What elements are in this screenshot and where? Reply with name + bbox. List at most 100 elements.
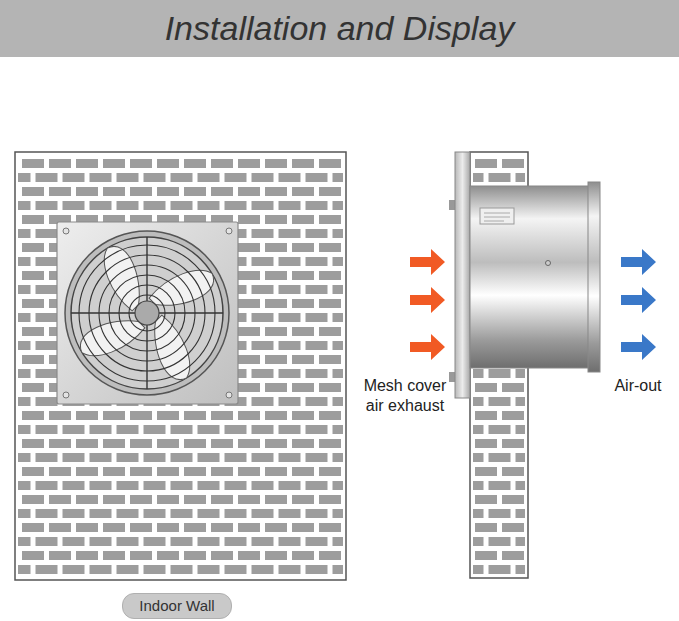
brick — [502, 439, 524, 448]
brick — [319, 159, 341, 168]
brick — [117, 481, 139, 490]
brick — [333, 481, 344, 490]
brick — [76, 411, 98, 420]
brick — [516, 537, 526, 546]
brick — [63, 509, 85, 518]
brick — [171, 537, 193, 546]
brick — [306, 509, 328, 518]
brick — [502, 383, 524, 392]
bolt — [449, 372, 455, 382]
brick — [171, 425, 193, 434]
brick — [306, 229, 328, 238]
brick — [333, 565, 344, 574]
brick — [36, 565, 58, 574]
brick — [475, 439, 497, 448]
brick — [292, 215, 314, 224]
brick — [157, 495, 179, 504]
fan-opening — [71, 237, 223, 389]
brick — [516, 369, 526, 378]
brick — [76, 467, 98, 476]
brick — [265, 355, 287, 364]
fan-plate — [57, 222, 238, 404]
brick — [90, 509, 112, 518]
brick — [292, 299, 314, 308]
brick — [49, 187, 71, 196]
fan-grille — [71, 237, 223, 389]
brick — [279, 173, 301, 182]
fan-side-view — [449, 152, 600, 398]
brick — [184, 411, 206, 420]
brick — [238, 159, 260, 168]
brick — [171, 565, 193, 574]
brick — [18, 425, 31, 434]
pill-label: Indoor Wall — [139, 597, 214, 615]
brick — [502, 551, 524, 560]
grille-spoke — [71, 312, 135, 313]
brick — [333, 257, 344, 266]
brick — [238, 271, 260, 280]
brick — [198, 537, 220, 546]
brick — [36, 369, 58, 378]
brick — [265, 159, 287, 168]
brick — [117, 173, 139, 182]
sticker-line — [484, 221, 504, 222]
brick — [279, 453, 301, 462]
brick — [36, 397, 58, 406]
brick — [292, 523, 314, 532]
grille-spoke — [146, 325, 147, 389]
brick — [90, 481, 112, 490]
brick — [516, 173, 526, 182]
airflow-arrow — [621, 287, 656, 313]
annotation: Air-out — [604, 376, 672, 396]
grille-spoke — [159, 312, 223, 313]
brick — [76, 523, 98, 532]
brick — [22, 551, 44, 560]
brick — [211, 523, 233, 532]
brick — [319, 187, 341, 196]
brick — [36, 537, 58, 546]
brick — [157, 439, 179, 448]
brick — [279, 201, 301, 210]
brick — [130, 495, 152, 504]
brick — [36, 285, 58, 294]
brick — [211, 495, 233, 504]
brick — [252, 313, 274, 322]
brick — [252, 229, 274, 238]
brick — [90, 425, 112, 434]
brick — [292, 271, 314, 280]
brick — [117, 565, 139, 574]
brick — [22, 187, 44, 196]
brick — [306, 537, 328, 546]
brick — [36, 481, 58, 490]
brick — [103, 411, 125, 420]
brick — [319, 551, 341, 560]
brick — [279, 313, 301, 322]
brick — [306, 257, 328, 266]
brick — [319, 271, 341, 280]
brick — [252, 285, 274, 294]
brick — [144, 509, 166, 518]
brick — [63, 565, 85, 574]
brick — [238, 243, 260, 252]
brick — [475, 523, 497, 532]
brick — [306, 369, 328, 378]
brick — [90, 565, 112, 574]
brick — [292, 355, 314, 364]
screw — [63, 392, 69, 398]
brick — [211, 467, 233, 476]
brick — [475, 467, 497, 476]
brick — [22, 299, 44, 308]
brick — [171, 453, 193, 462]
brick — [130, 523, 152, 532]
brick — [22, 383, 44, 392]
brick — [103, 159, 125, 168]
brick — [63, 201, 85, 210]
brick — [279, 229, 301, 238]
brick — [22, 271, 44, 280]
airflow-arrow — [621, 249, 656, 275]
brick — [319, 243, 341, 252]
sticker-line — [484, 213, 510, 214]
brick — [473, 565, 484, 574]
brick — [18, 481, 31, 490]
